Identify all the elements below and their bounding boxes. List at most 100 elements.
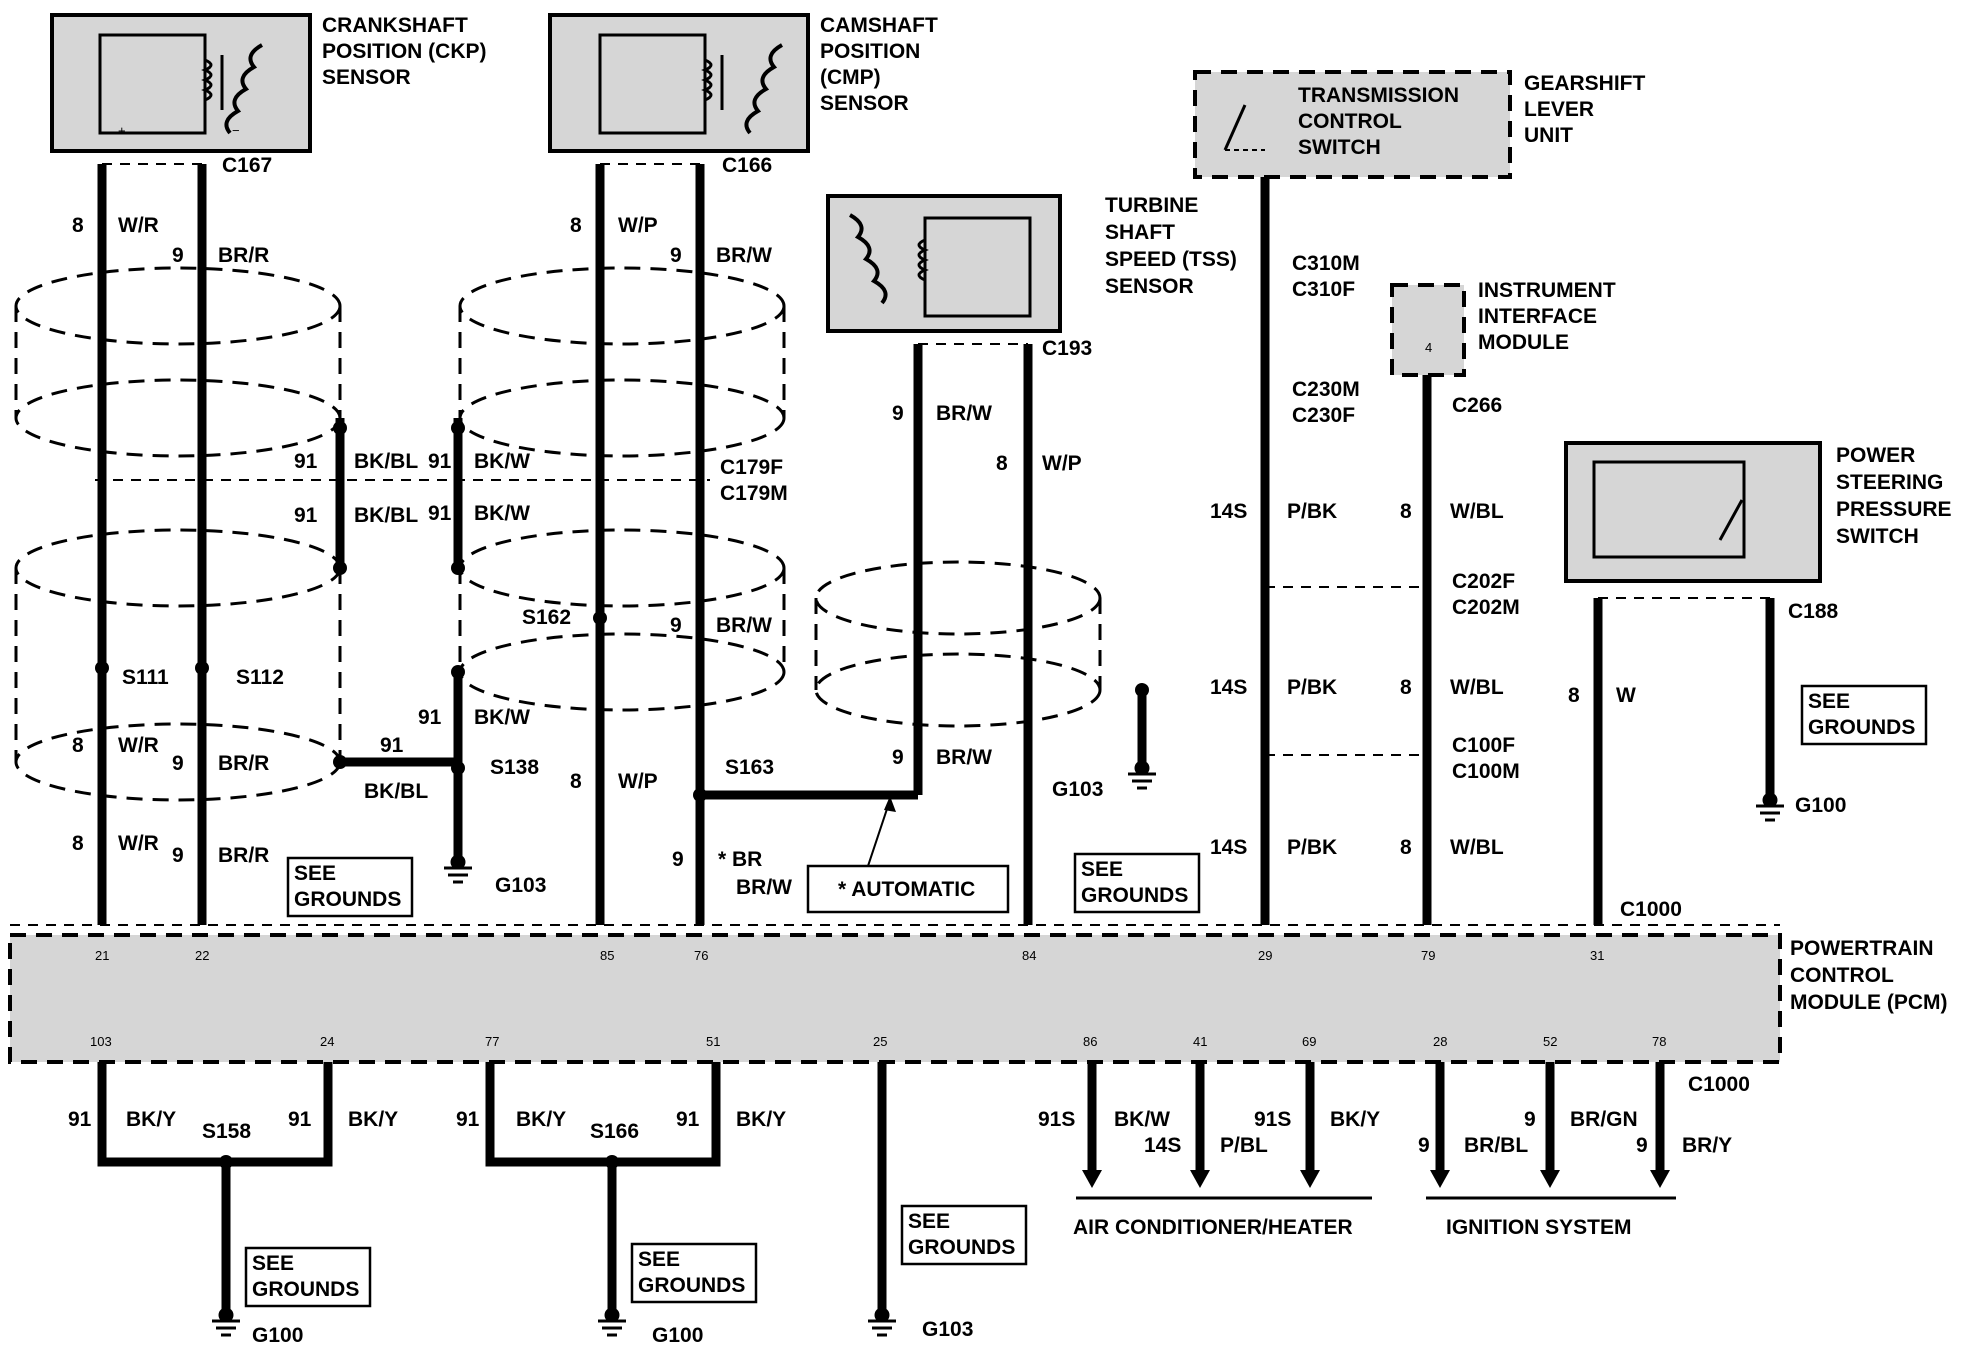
- splice-labels: S111 S112 S162 S138 S163 S158 S166: [122, 606, 774, 1143]
- svg-text:(CMP): (CMP): [820, 66, 881, 89]
- svg-text:BR/W: BR/W: [716, 614, 772, 637]
- svg-text:C193: C193: [1042, 337, 1092, 360]
- ground-icon: [212, 1307, 240, 1337]
- svg-text:* BR: * BR: [718, 848, 762, 871]
- svg-text:8: 8: [1400, 836, 1412, 859]
- svg-text:91: 91: [68, 1108, 92, 1131]
- svg-text:8: 8: [570, 214, 582, 237]
- svg-text:GROUNDS: GROUNDS: [294, 888, 401, 911]
- see-grounds-note: SEE GROUNDS: [630, 1242, 758, 1304]
- svg-text:G103: G103: [922, 1318, 973, 1341]
- svg-text:GROUNDS: GROUNDS: [908, 1236, 1015, 1259]
- svg-text:24: 24: [320, 1034, 334, 1049]
- svg-text:9: 9: [670, 244, 682, 267]
- svg-text:C100F: C100F: [1452, 734, 1515, 757]
- svg-text:G100: G100: [1795, 794, 1846, 817]
- svg-text:8: 8: [1568, 684, 1580, 707]
- svg-text:C100M: C100M: [1452, 760, 1520, 783]
- svg-text:POSITION: POSITION: [820, 40, 920, 63]
- svg-text:8: 8: [72, 832, 84, 855]
- ckp-shield: [14, 266, 342, 802]
- svg-text:9: 9: [172, 844, 184, 867]
- svg-text:BK/Y: BK/Y: [348, 1108, 398, 1131]
- svg-text:G103: G103: [495, 874, 546, 897]
- svg-text:91: 91: [418, 706, 442, 729]
- svg-text:SENSOR: SENSOR: [322, 66, 411, 89]
- svg-text:S138: S138: [490, 756, 539, 779]
- svg-text:MODULE (PCM): MODULE (PCM): [1790, 991, 1947, 1014]
- svg-text:P/BK: P/BK: [1287, 676, 1337, 699]
- svg-text:BR/W: BR/W: [716, 244, 772, 267]
- pcm-top-pins: 21 22 85 76 84 29 79 31: [95, 948, 1604, 963]
- svg-text:9: 9: [892, 746, 904, 769]
- svg-text:91: 91: [294, 504, 318, 527]
- svg-text:28: 28: [1433, 1034, 1447, 1049]
- svg-text:C1000: C1000: [1620, 898, 1682, 921]
- svg-text:G100: G100: [652, 1324, 703, 1347]
- tss-sensor: [826, 194, 1062, 333]
- svg-text:BK/BL: BK/BL: [354, 504, 418, 527]
- svg-text:91: 91: [428, 450, 452, 473]
- svg-text:91: 91: [456, 1108, 480, 1131]
- svg-text:76: 76: [694, 948, 708, 963]
- svg-text:BK/W: BK/W: [474, 450, 530, 473]
- output-arrows: [1082, 1170, 1670, 1188]
- svg-text:BR/W: BR/W: [736, 876, 792, 899]
- svg-text:9: 9: [172, 244, 184, 267]
- see-grounds-note: SEE GROUNDS: [1800, 684, 1928, 746]
- svg-text:POWER: POWER: [1836, 444, 1915, 467]
- gearshift-label: GEARSHIFT LEVER UNIT: [1524, 72, 1646, 147]
- svg-text:9: 9: [892, 402, 904, 425]
- svg-text:SPEED (TSS): SPEED (TSS): [1105, 248, 1237, 271]
- svg-text:BK/W: BK/W: [474, 706, 530, 729]
- svg-text:POSITION (CKP): POSITION (CKP): [322, 40, 487, 63]
- svg-text:PRESSURE: PRESSURE: [1836, 498, 1952, 521]
- power-steering-pressure-switch: POWER STEERING PRESSURE SWITCH: [1564, 441, 1952, 583]
- svg-text:BK/Y: BK/Y: [126, 1108, 176, 1131]
- ignition-system-label: IGNITION SYSTEM: [1426, 1196, 1676, 1239]
- svg-text:9: 9: [1418, 1134, 1430, 1157]
- svg-text:* AUTOMATIC: * AUTOMATIC: [838, 878, 975, 901]
- pcm-bottom-pins: 103 24 77 51 25 86 41 69 28 52 78: [90, 1034, 1666, 1049]
- svg-text:GROUNDS: GROUNDS: [1808, 716, 1915, 739]
- cmp-sensor: [548, 13, 810, 153]
- svg-text:9: 9: [670, 614, 682, 637]
- ground-icon: [598, 1307, 626, 1337]
- svg-text:77: 77: [485, 1034, 499, 1049]
- instrument-interface-module: 4 INSTRUMENT INTERFACE MODULE: [1390, 279, 1616, 377]
- svg-text:BR/GN: BR/GN: [1570, 1108, 1638, 1131]
- svg-text:SEE: SEE: [252, 1252, 294, 1275]
- ground-icon: [1756, 792, 1784, 822]
- svg-text:+: +: [118, 123, 126, 138]
- svg-text:INTERFACE: INTERFACE: [1478, 305, 1597, 328]
- ground-icon: [444, 854, 472, 884]
- svg-text:POWERTRAIN: POWERTRAIN: [1790, 937, 1934, 960]
- svg-text:85: 85: [600, 948, 614, 963]
- tss-sensor-label: TURBINE SHAFT SPEED (TSS) SENSOR: [1105, 194, 1237, 298]
- svg-text:TURBINE: TURBINE: [1105, 194, 1198, 217]
- svg-text:S111: S111: [122, 666, 169, 689]
- svg-text:8: 8: [570, 770, 582, 793]
- svg-text:W/BL: W/BL: [1450, 836, 1504, 859]
- ground-labels: G103 G103 G103 G100 G100 G100: [252, 778, 1846, 1347]
- svg-text:S112: S112: [236, 666, 284, 689]
- svg-text:C179M: C179M: [720, 482, 788, 505]
- svg-text:W/P: W/P: [618, 770, 658, 793]
- pcm-module: POWERTRAIN CONTROL MODULE (PCM): [8, 933, 1947, 1064]
- svg-text:86: 86: [1083, 1034, 1097, 1049]
- svg-text:91: 91: [676, 1108, 700, 1131]
- svg-text:BK/BL: BK/BL: [364, 780, 428, 803]
- svg-text:C166: C166: [722, 154, 772, 177]
- svg-text:BK/Y: BK/Y: [516, 1108, 566, 1131]
- svg-text:W/BL: W/BL: [1450, 676, 1504, 699]
- connector-lines: [10, 163, 1780, 926]
- svg-text:51: 51: [706, 1034, 720, 1049]
- svg-text:SEE: SEE: [908, 1210, 950, 1233]
- svg-text:BK/W: BK/W: [474, 502, 530, 525]
- svg-text:G103: G103: [1052, 778, 1103, 801]
- svg-text:9: 9: [672, 848, 684, 871]
- ground-icon: [1128, 760, 1156, 790]
- svg-text:14S: 14S: [1210, 836, 1247, 859]
- svg-text:SENSOR: SENSOR: [1105, 275, 1194, 298]
